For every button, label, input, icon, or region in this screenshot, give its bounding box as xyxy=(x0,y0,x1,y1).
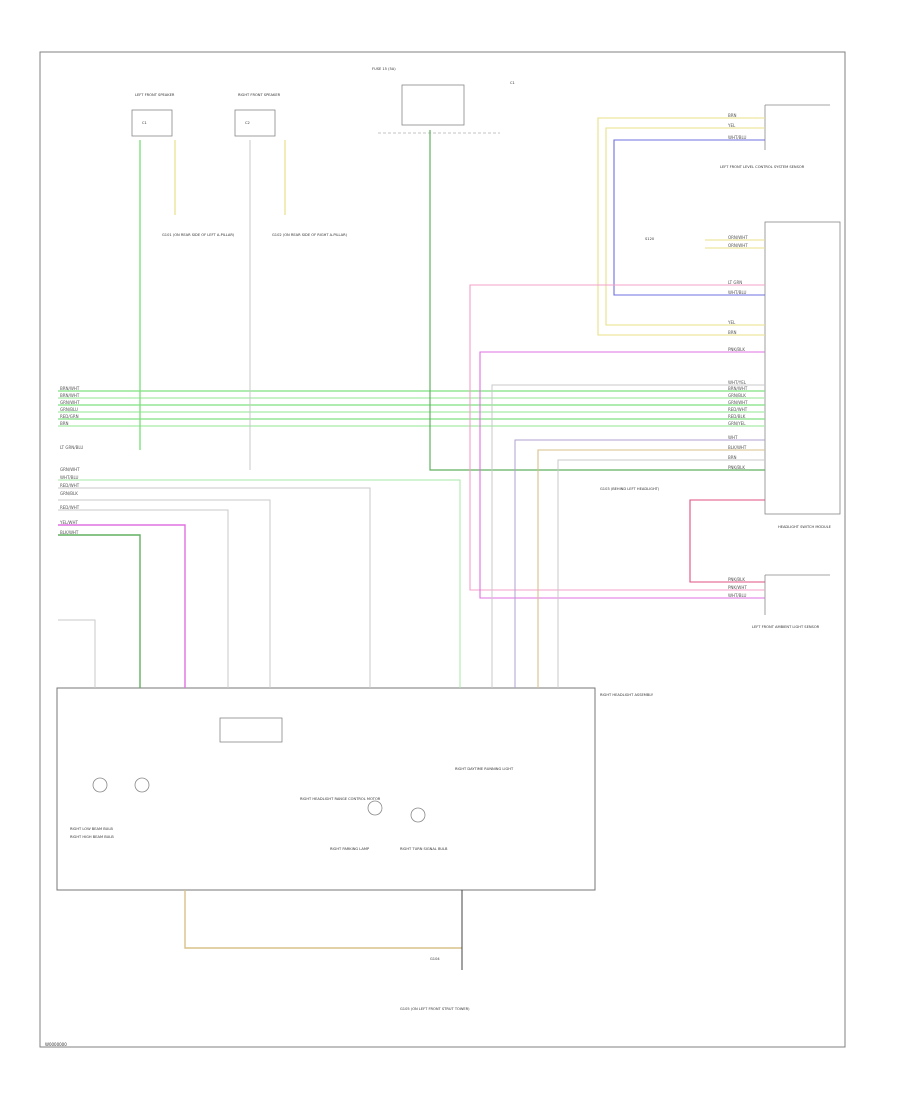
right-harness-code: PNK/BLK xyxy=(728,347,745,352)
svg-text:G101 (ON REAR SIDE OF LEFT A-P: G101 (ON REAR SIDE OF LEFT A-PILLAR) xyxy=(162,233,235,237)
headlight-switch-module: HEADLIGHT SWITCH MODULE xyxy=(764,221,841,529)
lvl-wire-1 xyxy=(597,117,765,336)
svg-text:LEFT FRONT LEVEL CONTROL SYSTE: LEFT FRONT LEVEL CONTROL SYSTEM SENSOR xyxy=(720,165,805,169)
high-beam-bulb-icon xyxy=(134,777,150,793)
wire-layer xyxy=(58,117,765,970)
lh-wire-5 xyxy=(58,524,186,688)
pink-loop-3 xyxy=(689,499,765,583)
svg-text:LEFT FRONT SPEAKER: LEFT FRONT SPEAKER xyxy=(135,93,175,97)
right-wire-d xyxy=(557,459,765,688)
right-harness-code: WHT xyxy=(728,435,738,440)
footer-code: W0000000 xyxy=(45,1042,67,1047)
svg-text:G102 (ON REAR SIDE OF RIGHT A-: G102 (ON REAR SIDE OF RIGHT A-PILLAR) xyxy=(272,233,348,237)
low-beam-bulb-icon xyxy=(92,777,108,793)
svg-text:C1: C1 xyxy=(510,81,515,85)
right-harness-code: WHT/BLU xyxy=(728,593,747,598)
right-harness-code: LT GRN xyxy=(728,280,742,285)
svg-text:C2: C2 xyxy=(245,121,250,125)
svg-text:RIGHT LOW BEAM BULB: RIGHT LOW BEAM BULB xyxy=(70,827,113,831)
lh-wire-4 xyxy=(58,509,229,688)
svg-text:LEFT FRONT AMBIENT LIGHT SENSO: LEFT FRONT AMBIENT LIGHT SENSOR xyxy=(752,625,820,629)
right-harness-code: YEL xyxy=(727,320,736,325)
right-front-speaker: RIGHT FRONT SPEAKER C2 xyxy=(234,93,281,137)
svg-text:G103 (BEHIND LEFT HEADLIGHT): G103 (BEHIND LEFT HEADLIGHT) xyxy=(600,487,660,491)
svg-text:RIGHT PARKING LAMP: RIGHT PARKING LAMP xyxy=(330,847,370,851)
parking-lamp-icon xyxy=(367,800,383,816)
pink-loop-1 xyxy=(469,284,765,591)
svg-text:RIGHT HEADLIGHT RANGE CONTROL: RIGHT HEADLIGHT RANGE CONTROL MOTOR xyxy=(300,797,381,801)
left-harness-code: LT GRN/BLU xyxy=(60,445,83,450)
right-harness-code: WHT/YEL xyxy=(728,380,747,385)
right-harness-code: ORN/WHT xyxy=(728,243,748,248)
right-wire-c xyxy=(537,449,765,688)
svg-text:HEADLIGHT SWITCH MODULE: HEADLIGHT SWITCH MODULE xyxy=(778,525,832,529)
left-harness-code: YEL/WHT xyxy=(59,520,79,525)
lh-wire-3 xyxy=(58,499,271,688)
left-harness-code: GRN/WHT xyxy=(60,400,80,405)
right-headlight-assembly: RIGHT HEADLIGHT ASSEMBLY RIGHT DAYTIME R… xyxy=(56,687,654,891)
left-harness-labels: BRN/WHT BRN/WHT GRN/WHT GRN/BLU RED/GRN BRN LT… xyxy=(59,386,83,535)
left-harness-code: RED/WHT xyxy=(60,483,80,488)
right-harness-code: BRN xyxy=(728,330,737,335)
svg-text:G104: G104 xyxy=(430,957,440,961)
lvl-wire-2 xyxy=(605,127,765,326)
right-harness-code: ORN/WHT xyxy=(728,235,748,240)
right-harness-code: PNK/BLK xyxy=(728,465,745,470)
right-harness-code: WHT/BLU xyxy=(728,135,747,140)
svg-text:C1: C1 xyxy=(142,121,147,125)
left-harness-code: GRN/WHT xyxy=(60,467,80,472)
right-wire-b xyxy=(514,439,765,688)
lh-wire-7 xyxy=(58,619,96,688)
right-harness-code: GRN/WHT xyxy=(728,400,748,405)
svg-text:RIGHT DAYTIME RUNNING LIGHT: RIGHT DAYTIME RUNNING LIGHT xyxy=(455,767,514,771)
left-harness-code: RED/WHT xyxy=(60,505,80,510)
left-harness-code: WHT/BLU xyxy=(60,475,79,480)
lh-wire-1 xyxy=(58,479,461,688)
lh-wire-2 xyxy=(58,487,371,688)
right-harness-code: BRN xyxy=(728,113,737,118)
left-front-ambient-light-sensor: LEFT FRONT AMBIENT LIGHT SENSOR xyxy=(752,574,830,629)
right-harness-code: PNK/WHT xyxy=(728,585,747,590)
right-harness-code: GRN/YEL xyxy=(728,421,746,426)
right-wire-a xyxy=(491,384,765,688)
svg-text:RIGHT FRONT SPEAKER: RIGHT FRONT SPEAKER xyxy=(238,93,281,97)
right-harness-code: BLK/WHT xyxy=(728,445,747,450)
right-harness-code: WHT/BLU xyxy=(728,290,747,295)
diagram-border xyxy=(39,51,846,1048)
right-harness-code: BRN/WHT xyxy=(728,386,748,391)
left-harness-code: GRN/BLK xyxy=(60,491,78,496)
left-harness-code: BRN/WHT xyxy=(60,393,80,398)
ground-wire xyxy=(184,890,462,949)
right-harness-code: RED/BLK xyxy=(728,414,746,419)
svg-text:FUSE 15 (5A): FUSE 15 (5A) xyxy=(372,67,396,71)
svg-text:RIGHT HIGH BEAM BULB: RIGHT HIGH BEAM BULB xyxy=(70,835,114,839)
lh-wire-6 xyxy=(58,534,141,688)
lvl-wire-3 xyxy=(613,139,765,296)
turn-signal-bulb-icon xyxy=(410,807,426,823)
fuse-block: FUSE 15 (5A) C1 xyxy=(372,67,515,134)
svg-text:G105 (ON LEFT FRONT STRUT TOWE: G105 (ON LEFT FRONT STRUT TOWER) xyxy=(400,1007,470,1011)
left-harness-code: BLK/WHT xyxy=(60,530,79,535)
fuse-feed-wire xyxy=(429,130,765,471)
pink-loop-2 xyxy=(479,351,765,599)
right-harness-code: YEL xyxy=(727,123,736,128)
left-harness-code: GRN/BLU xyxy=(60,407,78,412)
svg-text:RIGHT HEADLIGHT ASSEMBLY: RIGHT HEADLIGHT ASSEMBLY xyxy=(600,693,654,697)
left-harness-code: RED/GRN xyxy=(60,414,79,419)
left-harness-code: BRN/WHT xyxy=(60,386,80,391)
right-harness-labels: BRN YEL WHT/BLU ORN/WHT ORN/WHT LT GRN WHT/BLU… xyxy=(727,113,748,598)
left-front-speaker: LEFT FRONT SPEAKER C1 xyxy=(131,93,175,137)
right-harness-code: GRN/BLK xyxy=(728,393,746,398)
right-harness-code: RED/WHT xyxy=(728,407,748,412)
left-harness-code: BRN xyxy=(60,421,69,426)
svg-text:RIGHT TURN SIGNAL BULB: RIGHT TURN SIGNAL BULB xyxy=(400,847,448,851)
svg-text:S120: S120 xyxy=(645,237,655,241)
right-harness-code: BRN xyxy=(728,455,737,460)
right-harness-code: PNK/BLK xyxy=(728,577,745,582)
